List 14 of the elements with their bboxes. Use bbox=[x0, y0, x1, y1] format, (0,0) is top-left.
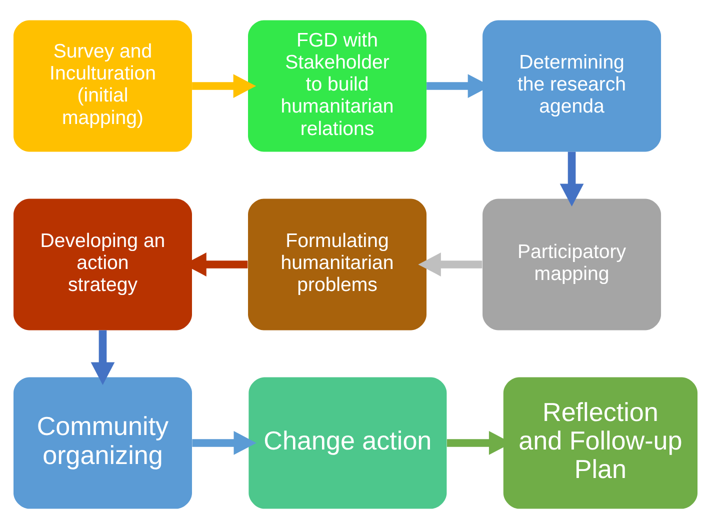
node-box: Community organizing bbox=[14, 377, 192, 509]
node-box: FGD with Stakeholder to build humanitarian relations bbox=[248, 20, 426, 152]
arrow bbox=[90, 330, 115, 386]
node-box: Change action bbox=[248, 377, 447, 509]
arrow bbox=[192, 431, 256, 455]
arrow bbox=[560, 152, 584, 207]
node-box: Survey and Inculturation (initial mapping) bbox=[14, 20, 192, 152]
node-box: Reflection and Follow-up Plan bbox=[503, 377, 698, 509]
node-box: Developing an action strategy bbox=[14, 198, 192, 330]
arrow bbox=[418, 252, 482, 276]
node-box: Determining the research agenda bbox=[482, 20, 662, 152]
node-box: Participatory mapping bbox=[482, 198, 662, 330]
node-box: Formulating humanitarian problems bbox=[248, 198, 426, 330]
arrow bbox=[192, 74, 256, 98]
